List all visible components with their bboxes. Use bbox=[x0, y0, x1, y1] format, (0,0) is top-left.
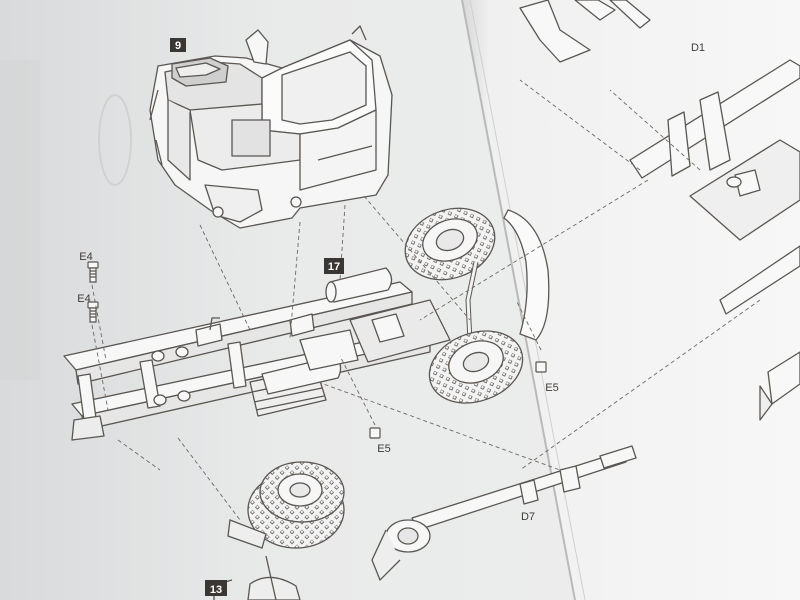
step-badge-17: 17 bbox=[324, 258, 344, 274]
screw-e5-right bbox=[535, 361, 547, 373]
part-label-e4-top: E4 bbox=[79, 251, 92, 263]
screw-e4-top bbox=[87, 261, 99, 283]
front-bumper bbox=[503, 209, 550, 341]
step-badge-13: 13 bbox=[205, 580, 227, 596]
rear-wheels bbox=[213, 461, 345, 600]
screw-e4-bottom bbox=[87, 301, 99, 323]
part-label-e4-bottom: E4 bbox=[77, 293, 90, 305]
step-badge-9: 9 bbox=[170, 38, 186, 52]
part-label-d7: D7 bbox=[521, 511, 535, 523]
cab-drawing bbox=[149, 25, 393, 229]
page-spine bbox=[461, 0, 576, 600]
screw-e5-bottom bbox=[369, 427, 381, 439]
part-label-e5-right: E5 bbox=[545, 382, 558, 394]
front-wheels bbox=[404, 207, 524, 404]
frame-drawing-right bbox=[519, 0, 800, 421]
svg-text:13: 13 bbox=[210, 584, 222, 596]
driveshaft-drawing bbox=[371, 445, 637, 581]
assembly-guide-lines bbox=[91, 79, 761, 521]
part-label-d1: D1 bbox=[691, 42, 705, 54]
part-label-e5-bottom: E5 bbox=[377, 443, 390, 455]
page-edge-shadow bbox=[0, 60, 40, 380]
svg-text:17: 17 bbox=[328, 261, 340, 273]
svg-text:9: 9 bbox=[175, 40, 181, 52]
